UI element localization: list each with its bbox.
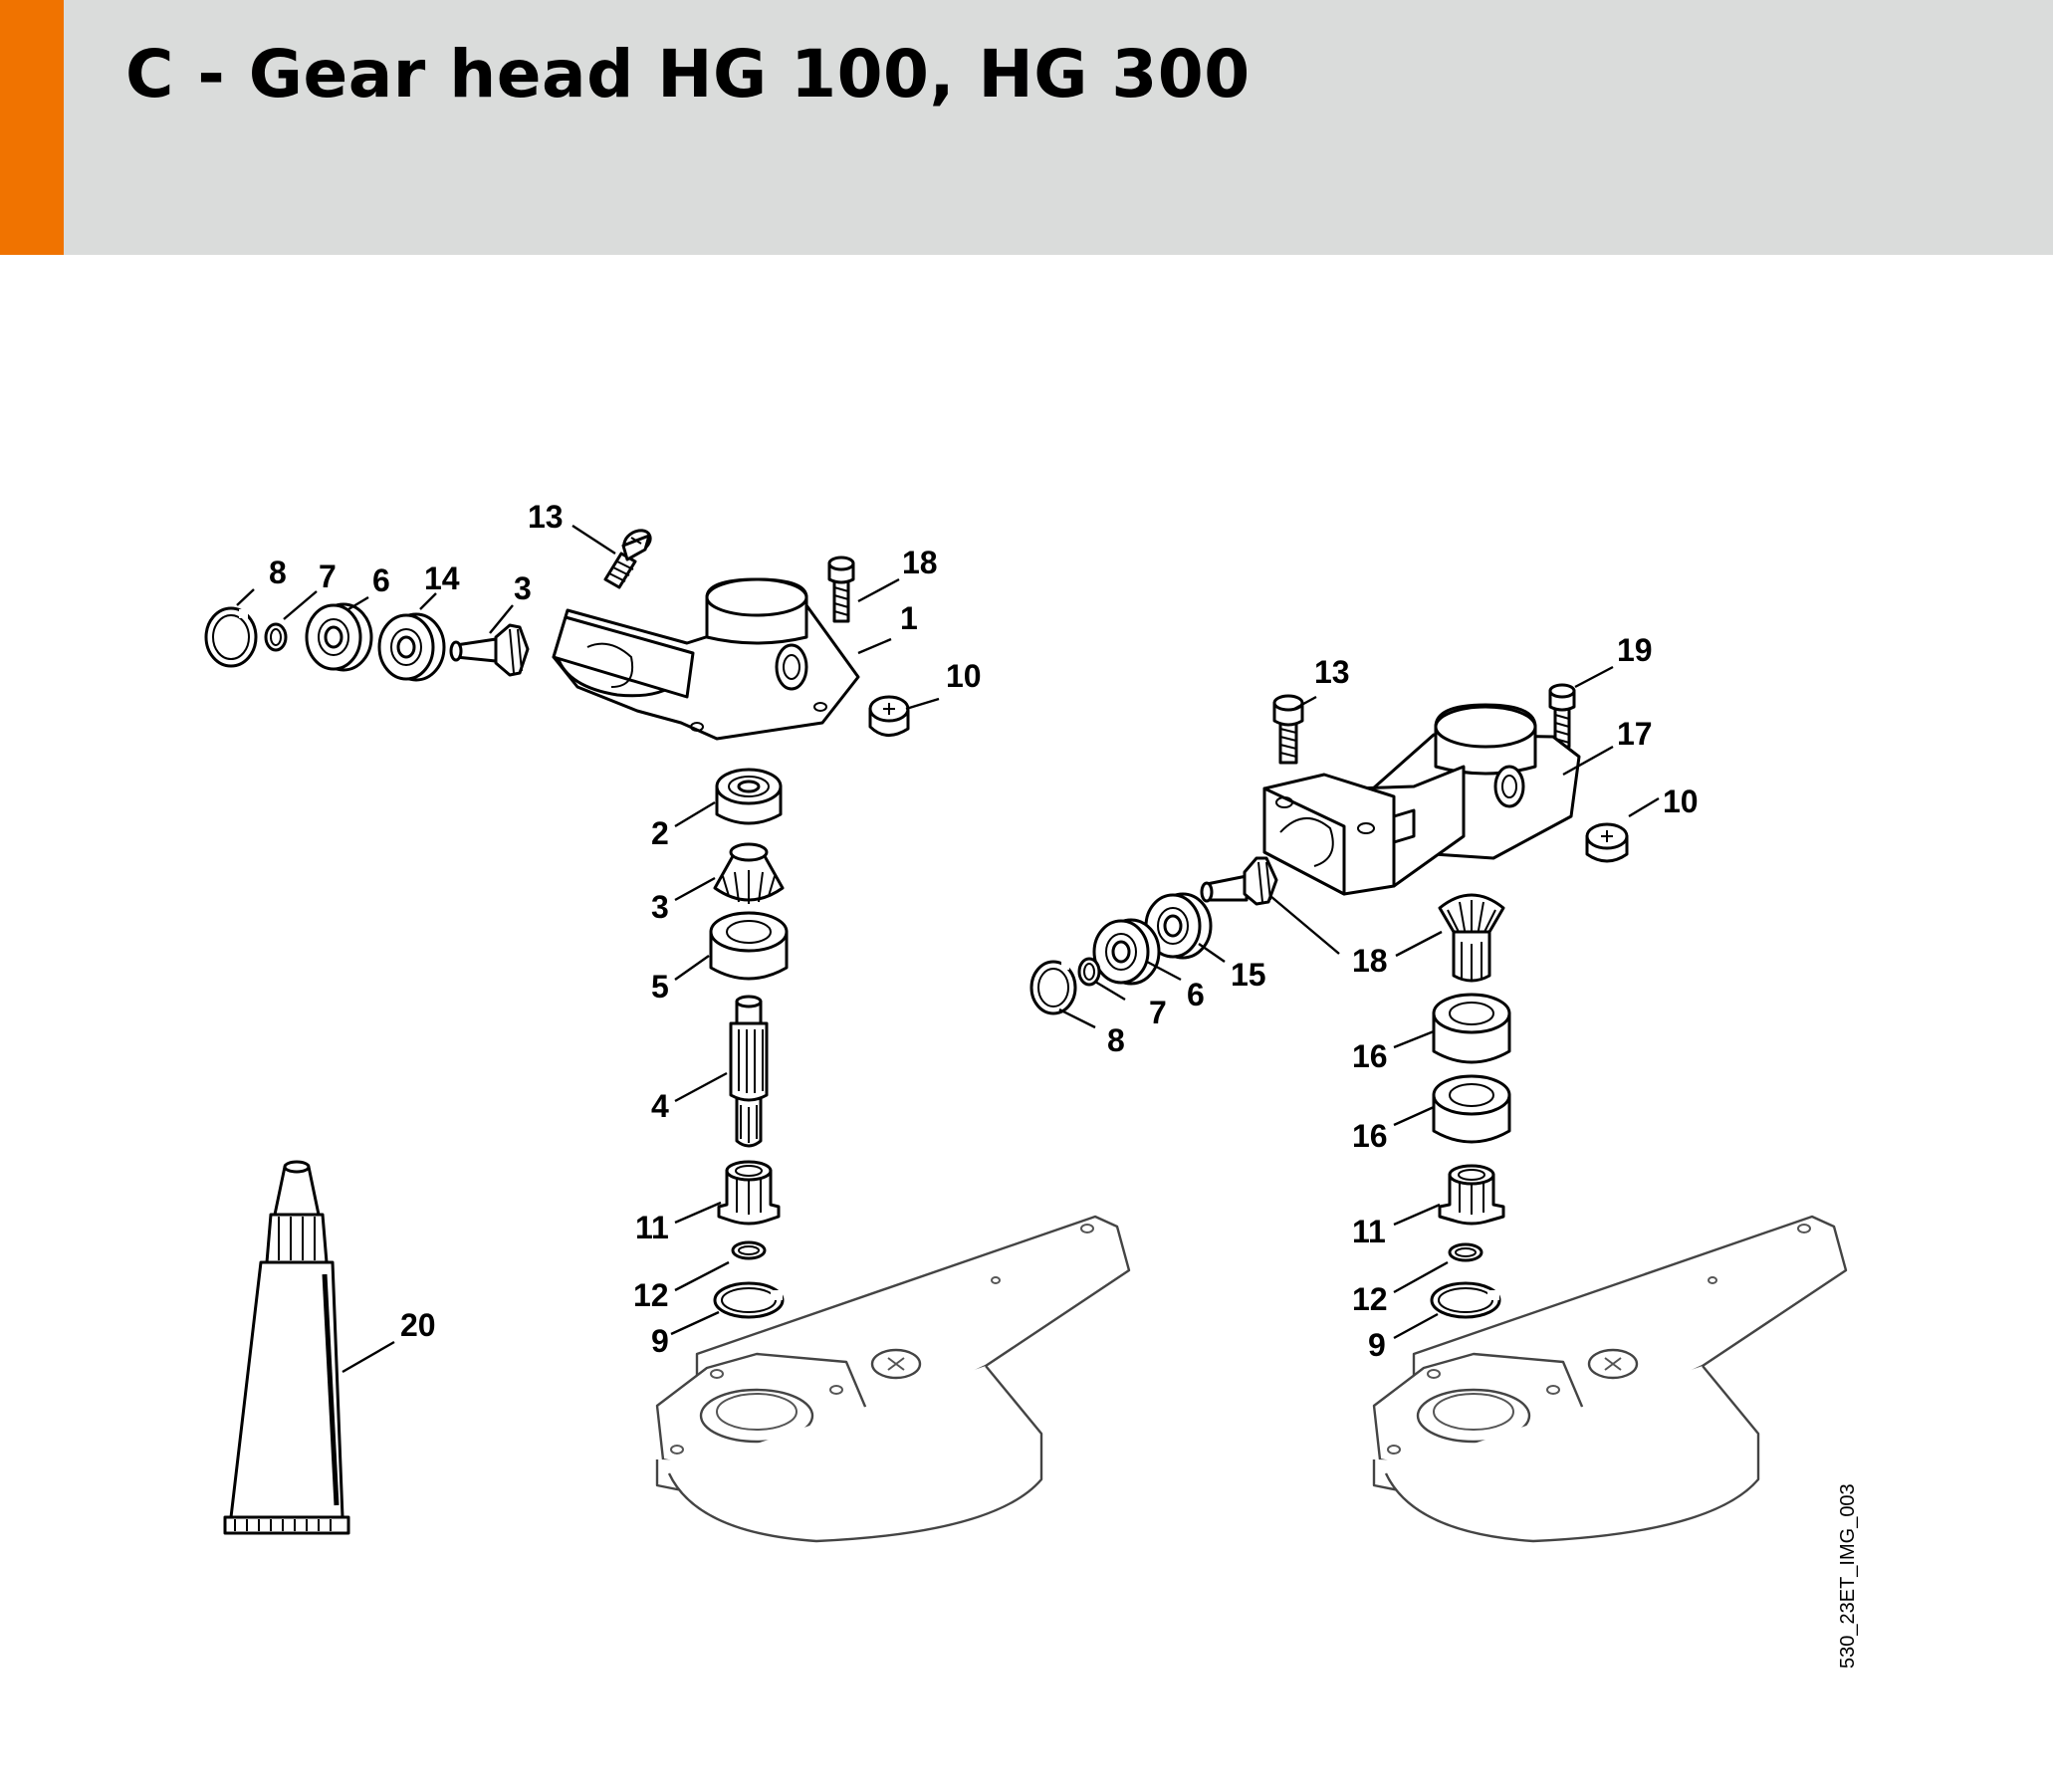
callout-label: 12 [633,1277,669,1313]
callout-label: 2 [651,815,669,851]
ring-part [264,622,288,652]
callout-label: 5 [651,969,669,1005]
circlip-part [1029,960,1077,1015]
left-assembly [204,529,1131,1543]
callout-label: 3 [514,570,532,606]
plug-screw-part [868,695,910,737]
ring-part [1077,957,1101,987]
callout-label: 18 [902,545,938,580]
page-header: C - Gear head HG 100, HG 300 [0,0,2053,255]
bevel-pinion-part [1200,856,1278,906]
callout-label: 4 [651,1088,669,1124]
callout-label: 13 [1314,654,1350,690]
bevel-gear-part [713,842,785,904]
bevel-pinion-part [449,623,530,677]
callout-label: 14 [424,560,460,596]
ring-part [731,1240,767,1260]
drive-shaft-part [729,995,769,1148]
ball-bearing-part [305,602,373,672]
callout-label: 16 [1352,1118,1388,1154]
callout-label: 7 [319,559,337,594]
ball-bearing-part [1144,892,1213,960]
callout-label: 16 [1352,1038,1388,1074]
callout-label: 15 [1231,957,1266,993]
exploded-parts-diagram: 13 8 7 6 14 3 18 1 10 2 3 5 4 11 12 9 13… [204,499,1859,1669]
callout-label: 11 [635,1210,669,1245]
callout-label: 9 [1368,1327,1386,1363]
gear-housing-part [552,577,860,741]
ball-bearing-part [377,612,446,682]
plug-screw-part [1585,822,1629,863]
screw-part [1548,683,1576,749]
cutter-bar-base [655,1215,1131,1543]
ball-bearing-part [1432,1074,1511,1144]
screw-part [603,529,652,589]
leader-lines [236,524,1660,1374]
ring-part [1448,1242,1483,1262]
callout-label: 6 [1187,977,1205,1012]
callout-label: 10 [1663,784,1699,819]
callout-label: 12 [1352,1281,1388,1317]
screw-part [827,556,855,623]
gear-housing-part [1262,703,1581,896]
callout-label: 13 [528,499,564,535]
image-code: 530_23ET_IMG_003 [1837,1483,1859,1669]
bevel-gear-part [1438,893,1505,983]
callout-label: 17 [1617,716,1653,752]
callout-label: 11 [1352,1214,1386,1249]
callout-labels: 13 8 7 6 14 3 18 1 10 2 3 5 4 11 12 9 13… [269,499,1699,1363]
callout-label: 3 [651,889,669,925]
ball-bearing-part [1092,918,1161,986]
ball-bearing-part [709,911,789,981]
ball-bearing-part [1432,993,1511,1064]
spline-gear-part [1438,1164,1505,1226]
right-assembly [1029,683,1848,1543]
header-accent-bar [0,0,64,255]
callout-label: 8 [269,555,287,590]
grease-tube-part [223,1160,350,1535]
callout-label: 9 [651,1323,669,1359]
circlip-part [1430,1281,1501,1319]
circlip-part [204,606,258,668]
page-title: C - Gear head HG 100, HG 300 [125,36,1251,112]
callout-label: 1 [900,600,918,636]
cutter-bar-base [1372,1215,1848,1543]
callout-label: 8 [1107,1022,1125,1058]
circlip-part [713,1281,785,1319]
callout-label: 20 [400,1307,436,1343]
callout-label: 7 [1149,995,1167,1030]
callout-label: 18 [1352,943,1388,979]
ball-bearing-part [715,768,783,825]
callout-label: 19 [1617,632,1653,668]
spline-gear-part [717,1160,781,1226]
callout-label: 10 [946,658,982,694]
callout-label: 6 [372,562,390,598]
